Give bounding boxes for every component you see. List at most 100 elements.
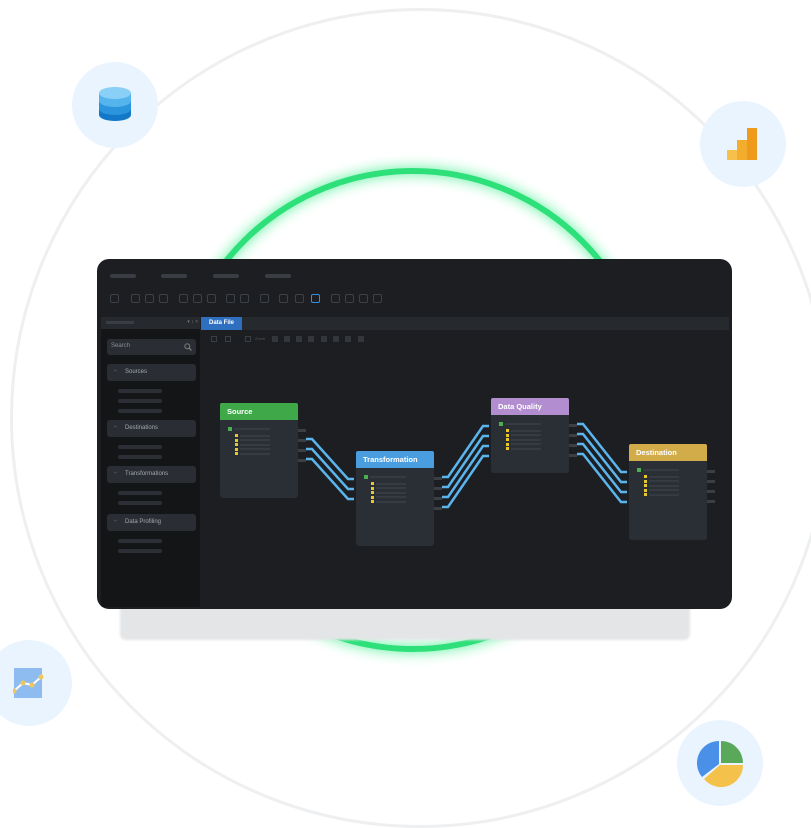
connector-line[interactable] — [306, 437, 354, 481]
node-title: Destination — [629, 444, 707, 461]
output-port[interactable] — [434, 497, 442, 500]
field-marker — [235, 452, 238, 455]
toolbar-button[interactable] — [179, 294, 188, 303]
node-destination[interactable]: Destination — [629, 444, 715, 540]
canvas-tool-button[interactable] — [321, 336, 327, 342]
output-port[interactable] — [707, 470, 715, 473]
input-port[interactable] — [499, 422, 503, 426]
output-port[interactable] — [434, 477, 442, 480]
menu-item[interactable] — [213, 274, 239, 278]
output-port[interactable] — [298, 439, 306, 442]
toolbar-button[interactable] — [345, 294, 354, 303]
connector-line[interactable] — [442, 434, 489, 489]
toolbar-button[interactable] — [373, 294, 382, 303]
panel-controls[interactable]: ▾ ↕ × — [187, 319, 198, 325]
output-port[interactable] — [298, 429, 306, 432]
toolbar-button[interactable] — [359, 294, 368, 303]
node-source[interactable]: Source — [220, 403, 306, 498]
toolbar-button[interactable] — [193, 294, 202, 303]
output-port[interactable] — [707, 500, 715, 503]
list-item[interactable] — [118, 409, 162, 413]
toolbar-button[interactable] — [110, 294, 119, 303]
canvas-tool-button[interactable] — [211, 336, 217, 342]
toolbar-button[interactable] — [311, 294, 320, 303]
field-marker — [644, 484, 647, 487]
category-transformations[interactable]: Transformations — [107, 466, 196, 483]
connector-line[interactable] — [577, 452, 627, 504]
connector-line[interactable] — [577, 442, 627, 494]
toolbar-button[interactable] — [226, 294, 235, 303]
field-marker — [644, 479, 647, 483]
node-data-quality[interactable]: Data Quality — [491, 398, 577, 473]
node-title: Source — [220, 403, 298, 420]
canvas-tool-button[interactable] — [345, 336, 351, 342]
connector-line[interactable] — [306, 447, 354, 491]
category-data-profiling[interactable]: Data Profiling — [107, 514, 196, 531]
zoom-label[interactable]: Zoom — [255, 336, 266, 341]
menu-item[interactable] — [161, 274, 187, 278]
connector-line[interactable] — [442, 444, 489, 499]
bar-chart-bubble — [700, 101, 786, 187]
list-item[interactable] — [118, 491, 162, 495]
toolbar-button[interactable] — [145, 294, 154, 303]
canvas-tool-button[interactable] — [225, 336, 231, 342]
connector-line[interactable] — [442, 424, 489, 479]
output-port[interactable] — [434, 487, 442, 490]
connector-line[interactable] — [577, 422, 627, 474]
list-item[interactable] — [118, 539, 162, 543]
toolbar-button[interactable] — [131, 294, 140, 303]
list-item[interactable] — [118, 445, 162, 449]
output-port[interactable] — [569, 434, 577, 437]
output-port[interactable] — [298, 449, 306, 452]
list-item[interactable] — [118, 455, 162, 459]
list-item[interactable] — [118, 389, 162, 393]
field-marker — [371, 491, 374, 494]
toolbar-button[interactable] — [240, 294, 249, 303]
canvas-tool-button[interactable] — [358, 336, 364, 342]
field-marker — [235, 443, 238, 446]
connector-line[interactable] — [306, 457, 354, 501]
field-marker — [235, 447, 238, 451]
list-item[interactable] — [118, 399, 162, 403]
input-port[interactable] — [364, 475, 368, 479]
tab-data-file[interactable]: Data File — [201, 317, 243, 330]
output-port[interactable] — [298, 459, 306, 462]
output-port[interactable] — [434, 507, 442, 510]
canvas-tool-button[interactable] — [333, 336, 339, 342]
menu-item[interactable] — [110, 274, 136, 278]
field-marker — [644, 488, 647, 492]
canvas-tool-button[interactable] — [272, 336, 278, 342]
toolbar-button[interactable] — [295, 294, 304, 303]
list-item[interactable] — [118, 501, 162, 505]
pie-chart-bubble — [677, 720, 763, 806]
toolbar-button[interactable] — [331, 294, 340, 303]
category-destinations[interactable]: Destinations — [107, 420, 196, 437]
search-input[interactable]: Search — [107, 339, 196, 355]
output-port[interactable] — [569, 444, 577, 447]
field-marker — [235, 438, 238, 442]
field-marker — [506, 442, 509, 446]
canvas-tool-button[interactable] — [245, 336, 251, 342]
output-port[interactable] — [569, 424, 577, 427]
field-marker — [506, 438, 509, 441]
node-transformation[interactable]: Transformation — [356, 451, 442, 546]
category-sources[interactable]: Sources — [107, 364, 196, 381]
toolbar-button[interactable] — [279, 294, 288, 303]
connector-line[interactable] — [442, 454, 489, 509]
toolbar-button[interactable] — [260, 294, 269, 303]
canvas-tool-button[interactable] — [284, 336, 290, 342]
menu-item[interactable] — [265, 274, 291, 278]
input-port[interactable] — [228, 427, 232, 431]
output-port[interactable] — [707, 480, 715, 483]
connector-line[interactable] — [577, 432, 627, 484]
list-item[interactable] — [118, 549, 162, 553]
toolbar-button[interactable] — [159, 294, 168, 303]
field-marker — [371, 500, 374, 503]
field-marker — [644, 493, 647, 496]
canvas-tool-button[interactable] — [296, 336, 302, 342]
canvas-tool-button[interactable] — [308, 336, 314, 342]
output-port[interactable] — [569, 454, 577, 457]
output-port[interactable] — [707, 490, 715, 493]
input-port[interactable] — [637, 468, 641, 472]
toolbar-button[interactable] — [207, 294, 216, 303]
